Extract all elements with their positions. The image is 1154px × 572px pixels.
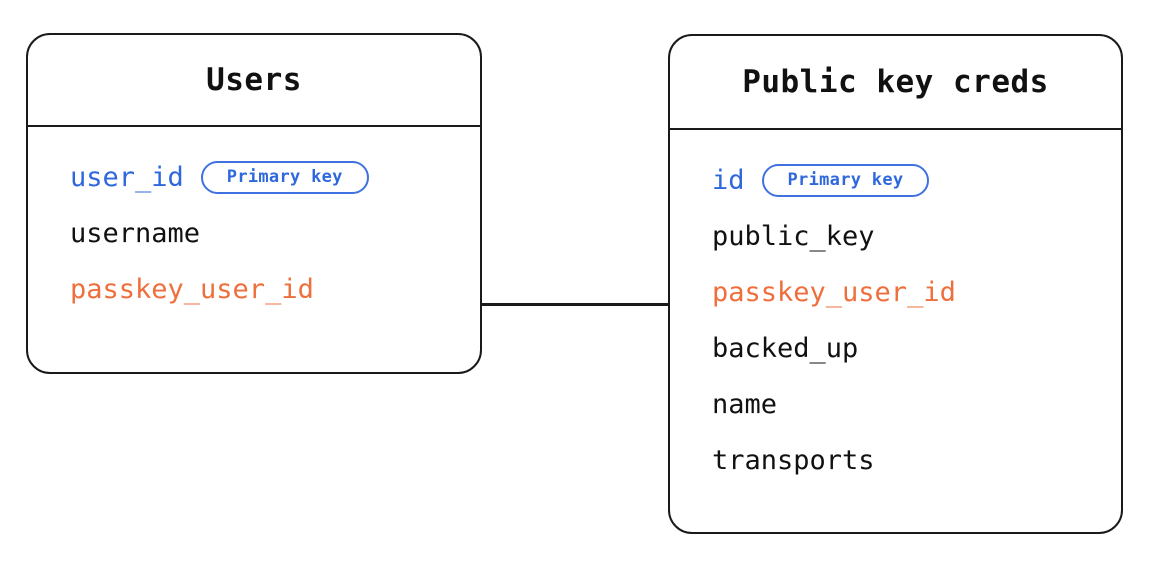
entity-public-key-creds-header: Public key creds [670, 36, 1121, 130]
field-row[interactable]: name [670, 376, 1121, 432]
relationship-connector-users-to-public-key-creds [481, 303, 670, 306]
field-name-transports: transports [712, 444, 875, 476]
primary-key-badge-label: Primary key [787, 170, 904, 190]
field-row[interactable]: transports [670, 432, 1121, 488]
field-name-public-key: public_key [712, 220, 875, 252]
field-name-passkey-user-id: passkey_user_id [70, 273, 314, 305]
field-name-passkey-user-id: passkey_user_id [712, 276, 956, 308]
field-row[interactable]: username [28, 205, 480, 261]
primary-key-badge-label: Primary key [226, 167, 343, 187]
field-row[interactable]: passkey_user_id [28, 261, 480, 317]
field-name-name: name [712, 388, 778, 420]
entity-users-title: Users [206, 62, 302, 98]
entity-public-key-creds-field-list: id Primary key public_key passkey_user_i… [670, 130, 1121, 488]
primary-key-badge: Primary key [200, 160, 369, 194]
entity-users[interactable]: Users user_id Primary key username passk… [26, 33, 482, 374]
field-row[interactable]: id Primary key [670, 152, 1121, 208]
field-row[interactable]: backed_up [670, 320, 1121, 376]
entity-users-field-list: user_id Primary key username passkey_use… [28, 127, 480, 317]
primary-key-badge: Primary key [761, 163, 930, 197]
field-row[interactable]: public_key [670, 208, 1121, 264]
field-row[interactable]: passkey_user_id [670, 264, 1121, 320]
entity-users-header: Users [28, 35, 480, 127]
field-row[interactable]: user_id Primary key [28, 149, 480, 205]
entity-public-key-creds[interactable]: Public key creds id Primary key public_k… [668, 34, 1123, 534]
field-name-user-id: user_id [70, 161, 184, 193]
field-name-username: username [70, 217, 201, 249]
entity-public-key-creds-title: Public key creds [742, 64, 1049, 100]
field-name-id: id [712, 164, 745, 196]
field-name-backed-up: backed_up [712, 332, 859, 364]
